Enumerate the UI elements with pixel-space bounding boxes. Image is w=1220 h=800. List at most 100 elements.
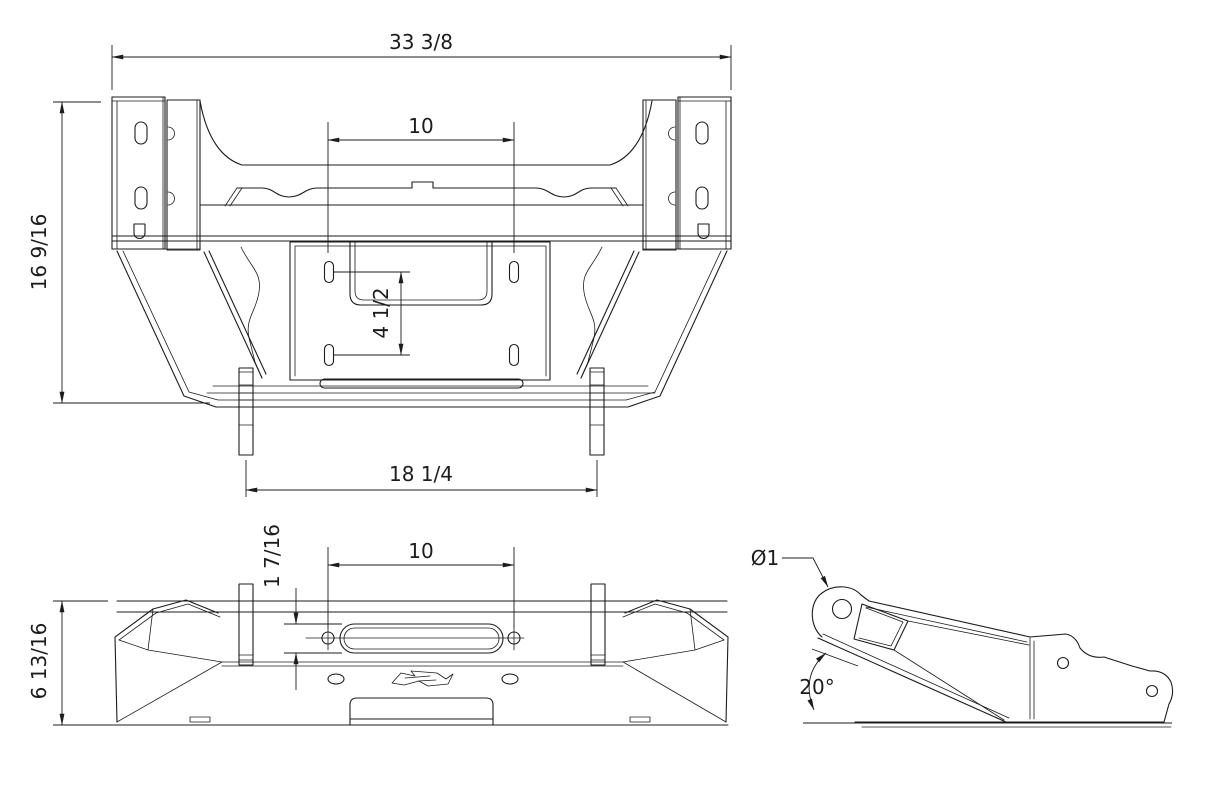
plate-hole bbox=[501, 673, 519, 685]
outer-skid-inner-line bbox=[122, 250, 722, 401]
winch-plate bbox=[289, 241, 551, 381]
winch-plate-outline bbox=[289, 241, 551, 381]
left-pod-edge bbox=[203, 250, 267, 379]
plate-hole bbox=[327, 673, 345, 685]
fold-hatches bbox=[224, 187, 629, 207]
dim-fairlead-slot-height: 1 7/16 bbox=[260, 524, 342, 690]
top-view: 10 1 7/16 6 13/16 bbox=[27, 524, 729, 726]
fairlead-slot-inner bbox=[343, 627, 500, 650]
bolt-slot bbox=[133, 223, 146, 239]
right-pod-edge bbox=[576, 250, 640, 379]
bracket-edge-lines bbox=[111, 96, 166, 250]
bottom-slot bbox=[189, 716, 211, 723]
frame-feet bbox=[238, 367, 605, 456]
dim-frame-mount-spacing: 18 1/4 bbox=[245, 460, 598, 497]
fairlead-slot bbox=[339, 623, 504, 654]
wing-fold-lines bbox=[116, 608, 223, 723]
winch-bolt-slot bbox=[508, 260, 520, 284]
edge-notches bbox=[167, 126, 175, 206]
brand-logo bbox=[391, 670, 454, 687]
front-left-bracket bbox=[111, 96, 201, 251]
side-view: Ø1 20° bbox=[751, 546, 1174, 728]
extension-lines bbox=[111, 45, 732, 90]
bracket-edge-lines bbox=[677, 96, 732, 250]
right-pod-contour bbox=[580, 246, 603, 379]
hood-contour-line bbox=[236, 181, 617, 198]
angle-arc bbox=[807, 652, 827, 711]
bolt-slot bbox=[695, 121, 709, 145]
dim-overall-depth-label: 6 13/16 bbox=[27, 623, 51, 700]
plan-right-post bbox=[590, 583, 606, 666]
bracket-hole bbox=[1056, 656, 1070, 670]
dim-fairlead-bolt-spacing-label: 10 bbox=[408, 539, 433, 563]
left-foot bbox=[238, 367, 254, 456]
dim-winch-bolt-spacing-label: 10 bbox=[408, 114, 433, 138]
extension-lines bbox=[53, 101, 210, 404]
bracket-inner-plate bbox=[166, 99, 201, 251]
extension-lines bbox=[327, 122, 515, 253]
top-flange-lines bbox=[116, 600, 728, 613]
dim-winch-bolt-vertical: 4 1/2 bbox=[333, 271, 410, 356]
top-profile-curve bbox=[199, 100, 653, 166]
dim-winch-bolt-spacing: 10 bbox=[327, 114, 515, 253]
right-foot bbox=[589, 367, 605, 456]
bracket-hole bbox=[1145, 684, 1159, 698]
side-frame-bracket bbox=[1029, 633, 1174, 723]
right-foot-segments bbox=[589, 371, 605, 426]
wing-inner-edge bbox=[118, 603, 221, 641]
shackle-hole bbox=[831, 598, 853, 620]
dim-fairlead-slot-height-label: 1 7/16 bbox=[260, 524, 284, 588]
dim-fairlead-bolt-spacing: 10 bbox=[327, 539, 515, 628]
extension-lines bbox=[284, 623, 342, 654]
plan-left-wing bbox=[114, 599, 223, 723]
tray-lines bbox=[206, 385, 656, 394]
wing-outline bbox=[114, 599, 219, 723]
winch-bolt-slot bbox=[323, 343, 335, 367]
hole-centerlines bbox=[305, 625, 525, 651]
outer-skid-outline bbox=[116, 250, 728, 408]
side-top-edge bbox=[868, 600, 1031, 638]
dim-overall-height: 16 9/16 bbox=[27, 101, 210, 404]
dim-overall-depth: 6 13/16 bbox=[27, 600, 228, 726]
crossmember-lines bbox=[111, 204, 732, 242]
winch-bolt-slot bbox=[323, 260, 335, 284]
bottom-slot bbox=[629, 716, 651, 723]
bracket-plate bbox=[111, 96, 166, 250]
plan-right-wing bbox=[622, 599, 729, 723]
dim-overall-width: 33 3/8 bbox=[111, 30, 732, 90]
side-fold-lines bbox=[893, 620, 1030, 721]
bracket-inner-plate bbox=[642, 99, 677, 251]
plan-left-post-segments bbox=[238, 611, 254, 661]
winch-recess bbox=[349, 241, 493, 306]
wing-outline bbox=[624, 599, 729, 723]
dim-shackle-hole-label: Ø1 bbox=[751, 546, 779, 570]
bolt-slot bbox=[134, 186, 148, 210]
edge-notches bbox=[668, 126, 676, 206]
dim-overall-height-label: 16 9/16 bbox=[27, 214, 51, 291]
front-right-bracket bbox=[642, 96, 732, 251]
side-top-edge-inner bbox=[865, 606, 1028, 643]
dim-winch-bolt-vertical-label: 4 1/2 bbox=[369, 287, 393, 338]
fairlead-slot-outer bbox=[339, 623, 504, 654]
dim-overall-width-label: 33 3/8 bbox=[389, 30, 453, 54]
dim-approach-angle-label: 20° bbox=[799, 675, 834, 699]
wing-fold-lines bbox=[622, 608, 727, 723]
bolt-slot bbox=[695, 186, 709, 210]
wing-inner-edge bbox=[622, 603, 725, 641]
left-foot-segments bbox=[238, 371, 254, 426]
dim-shackle-hole-diameter: Ø1 bbox=[751, 546, 829, 588]
bracket-plate bbox=[677, 96, 732, 250]
leader-line bbox=[782, 557, 829, 588]
winch-recess-inner bbox=[354, 241, 488, 301]
plan-right-post-segments bbox=[590, 611, 606, 661]
front-view: 33 3/8 10 16 9/16 4 1/2 18 1/4 bbox=[27, 30, 732, 497]
extension-lines bbox=[327, 547, 515, 628]
side-fold-facet-inner bbox=[858, 607, 904, 647]
fairlead-strip bbox=[319, 378, 524, 389]
angle-reference-line bbox=[811, 648, 859, 667]
plan-left-post bbox=[238, 583, 254, 666]
winch-plate-inner-lines bbox=[294, 245, 547, 377]
shackle-tab bbox=[811, 586, 870, 638]
winch-bolt-slot bbox=[508, 343, 520, 367]
